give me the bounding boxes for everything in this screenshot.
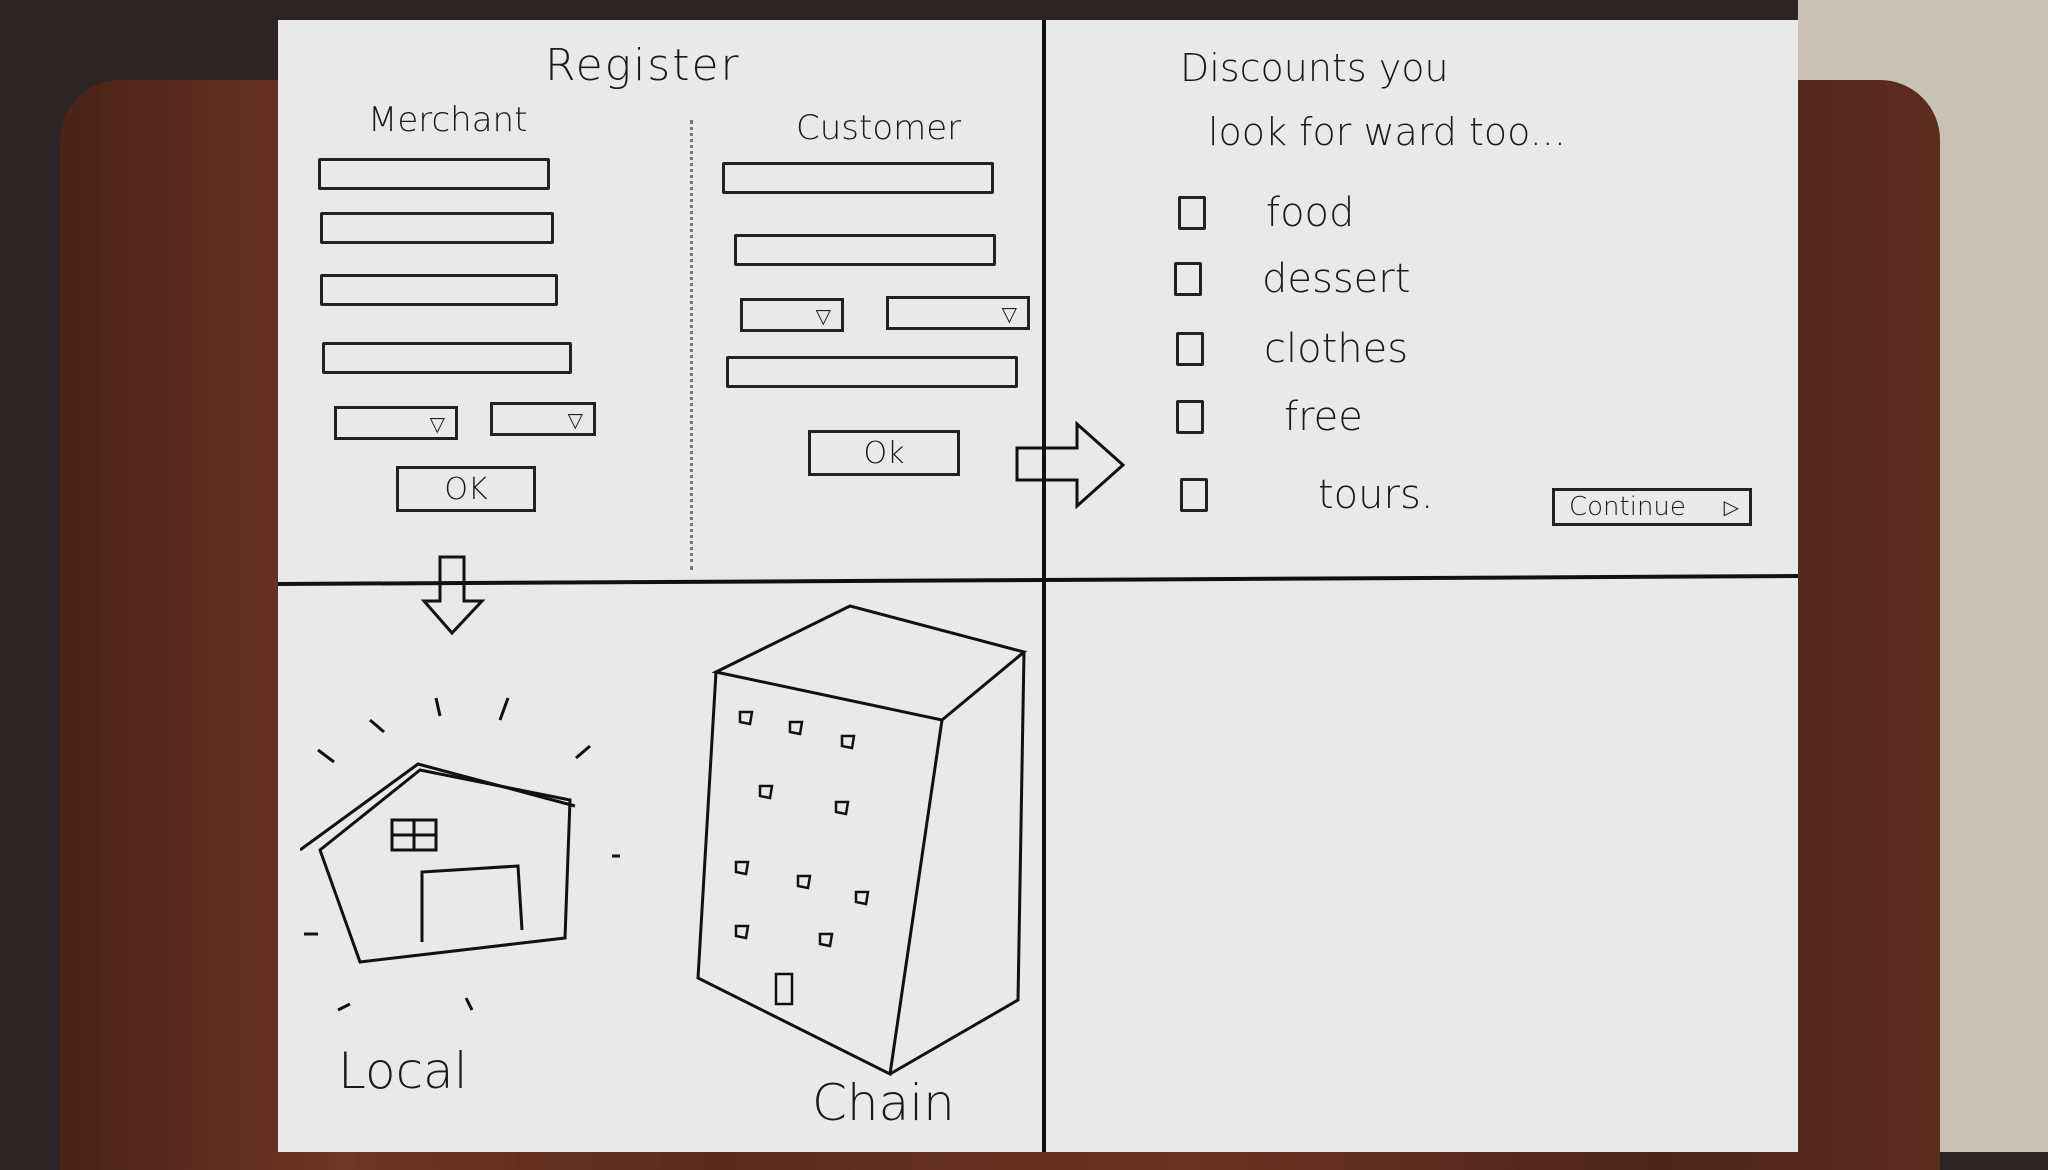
chain-store-icon [696, 604, 1028, 1077]
checkbox[interactable] [1176, 332, 1204, 366]
local-store-icon [300, 697, 620, 1012]
option-label: dessert [1262, 256, 1411, 302]
customer-select-2[interactable]: ▽ [886, 296, 1030, 330]
checkbox[interactable] [1174, 262, 1202, 296]
option-label: free [1284, 394, 1363, 440]
option-label: food [1266, 190, 1355, 236]
continue-label: Continue [1569, 492, 1686, 522]
local-label: Local [338, 1042, 468, 1100]
merchant-ok-button[interactable]: OK [396, 466, 536, 512]
merchant-select-1[interactable]: ▽ [334, 406, 458, 440]
continue-button[interactable]: Continue ▷ [1552, 488, 1752, 526]
dropdown-triangle-icon: ▽ [567, 408, 583, 432]
customer-label: Customer [796, 108, 962, 148]
merchant-field-1[interactable] [318, 158, 550, 190]
customer-field-3[interactable] [726, 356, 1018, 388]
customer-ok-button[interactable]: Ok [808, 430, 960, 476]
option-label: clothes [1264, 326, 1409, 372]
customer-select-1[interactable]: ▽ [740, 298, 844, 332]
discount-option-free[interactable]: free [1176, 394, 1363, 440]
arrow-right-icon [1015, 420, 1126, 510]
dropdown-triangle-icon: ▽ [429, 412, 445, 436]
merchant-select-2[interactable]: ▽ [490, 402, 596, 436]
discount-option-dessert[interactable]: dessert [1174, 256, 1410, 302]
chain-label: Chain [812, 1074, 955, 1132]
discounts-title-line-1: Discounts you [1180, 46, 1449, 90]
customer-field-2[interactable] [734, 234, 996, 266]
discounts-title-line-2: look for ward too... [1208, 110, 1566, 154]
dropdown-triangle-icon: ▽ [1001, 302, 1017, 326]
play-triangle-icon: ▷ [1723, 495, 1739, 519]
register-column-divider [690, 120, 693, 570]
discount-option-food[interactable]: food [1178, 190, 1354, 236]
merchant-field-2[interactable] [320, 212, 554, 244]
merchant-field-4[interactable] [322, 342, 572, 374]
option-label: tours. [1318, 472, 1434, 518]
checkbox[interactable] [1178, 196, 1206, 230]
customer-field-1[interactable] [722, 162, 994, 194]
checkbox[interactable] [1180, 478, 1208, 512]
discount-option-tours[interactable]: tours. [1180, 472, 1434, 518]
arrow-down-icon [420, 555, 486, 636]
dropdown-triangle-icon: ▽ [815, 304, 831, 328]
vertical-divider [1042, 20, 1046, 1152]
merchant-label: Merchant [368, 100, 528, 140]
register-title: Register [545, 40, 741, 91]
merchant-field-3[interactable] [320, 274, 558, 306]
sketch-paper [278, 20, 1798, 1152]
checkbox[interactable] [1176, 400, 1204, 434]
discount-option-clothes[interactable]: clothes [1176, 326, 1408, 372]
